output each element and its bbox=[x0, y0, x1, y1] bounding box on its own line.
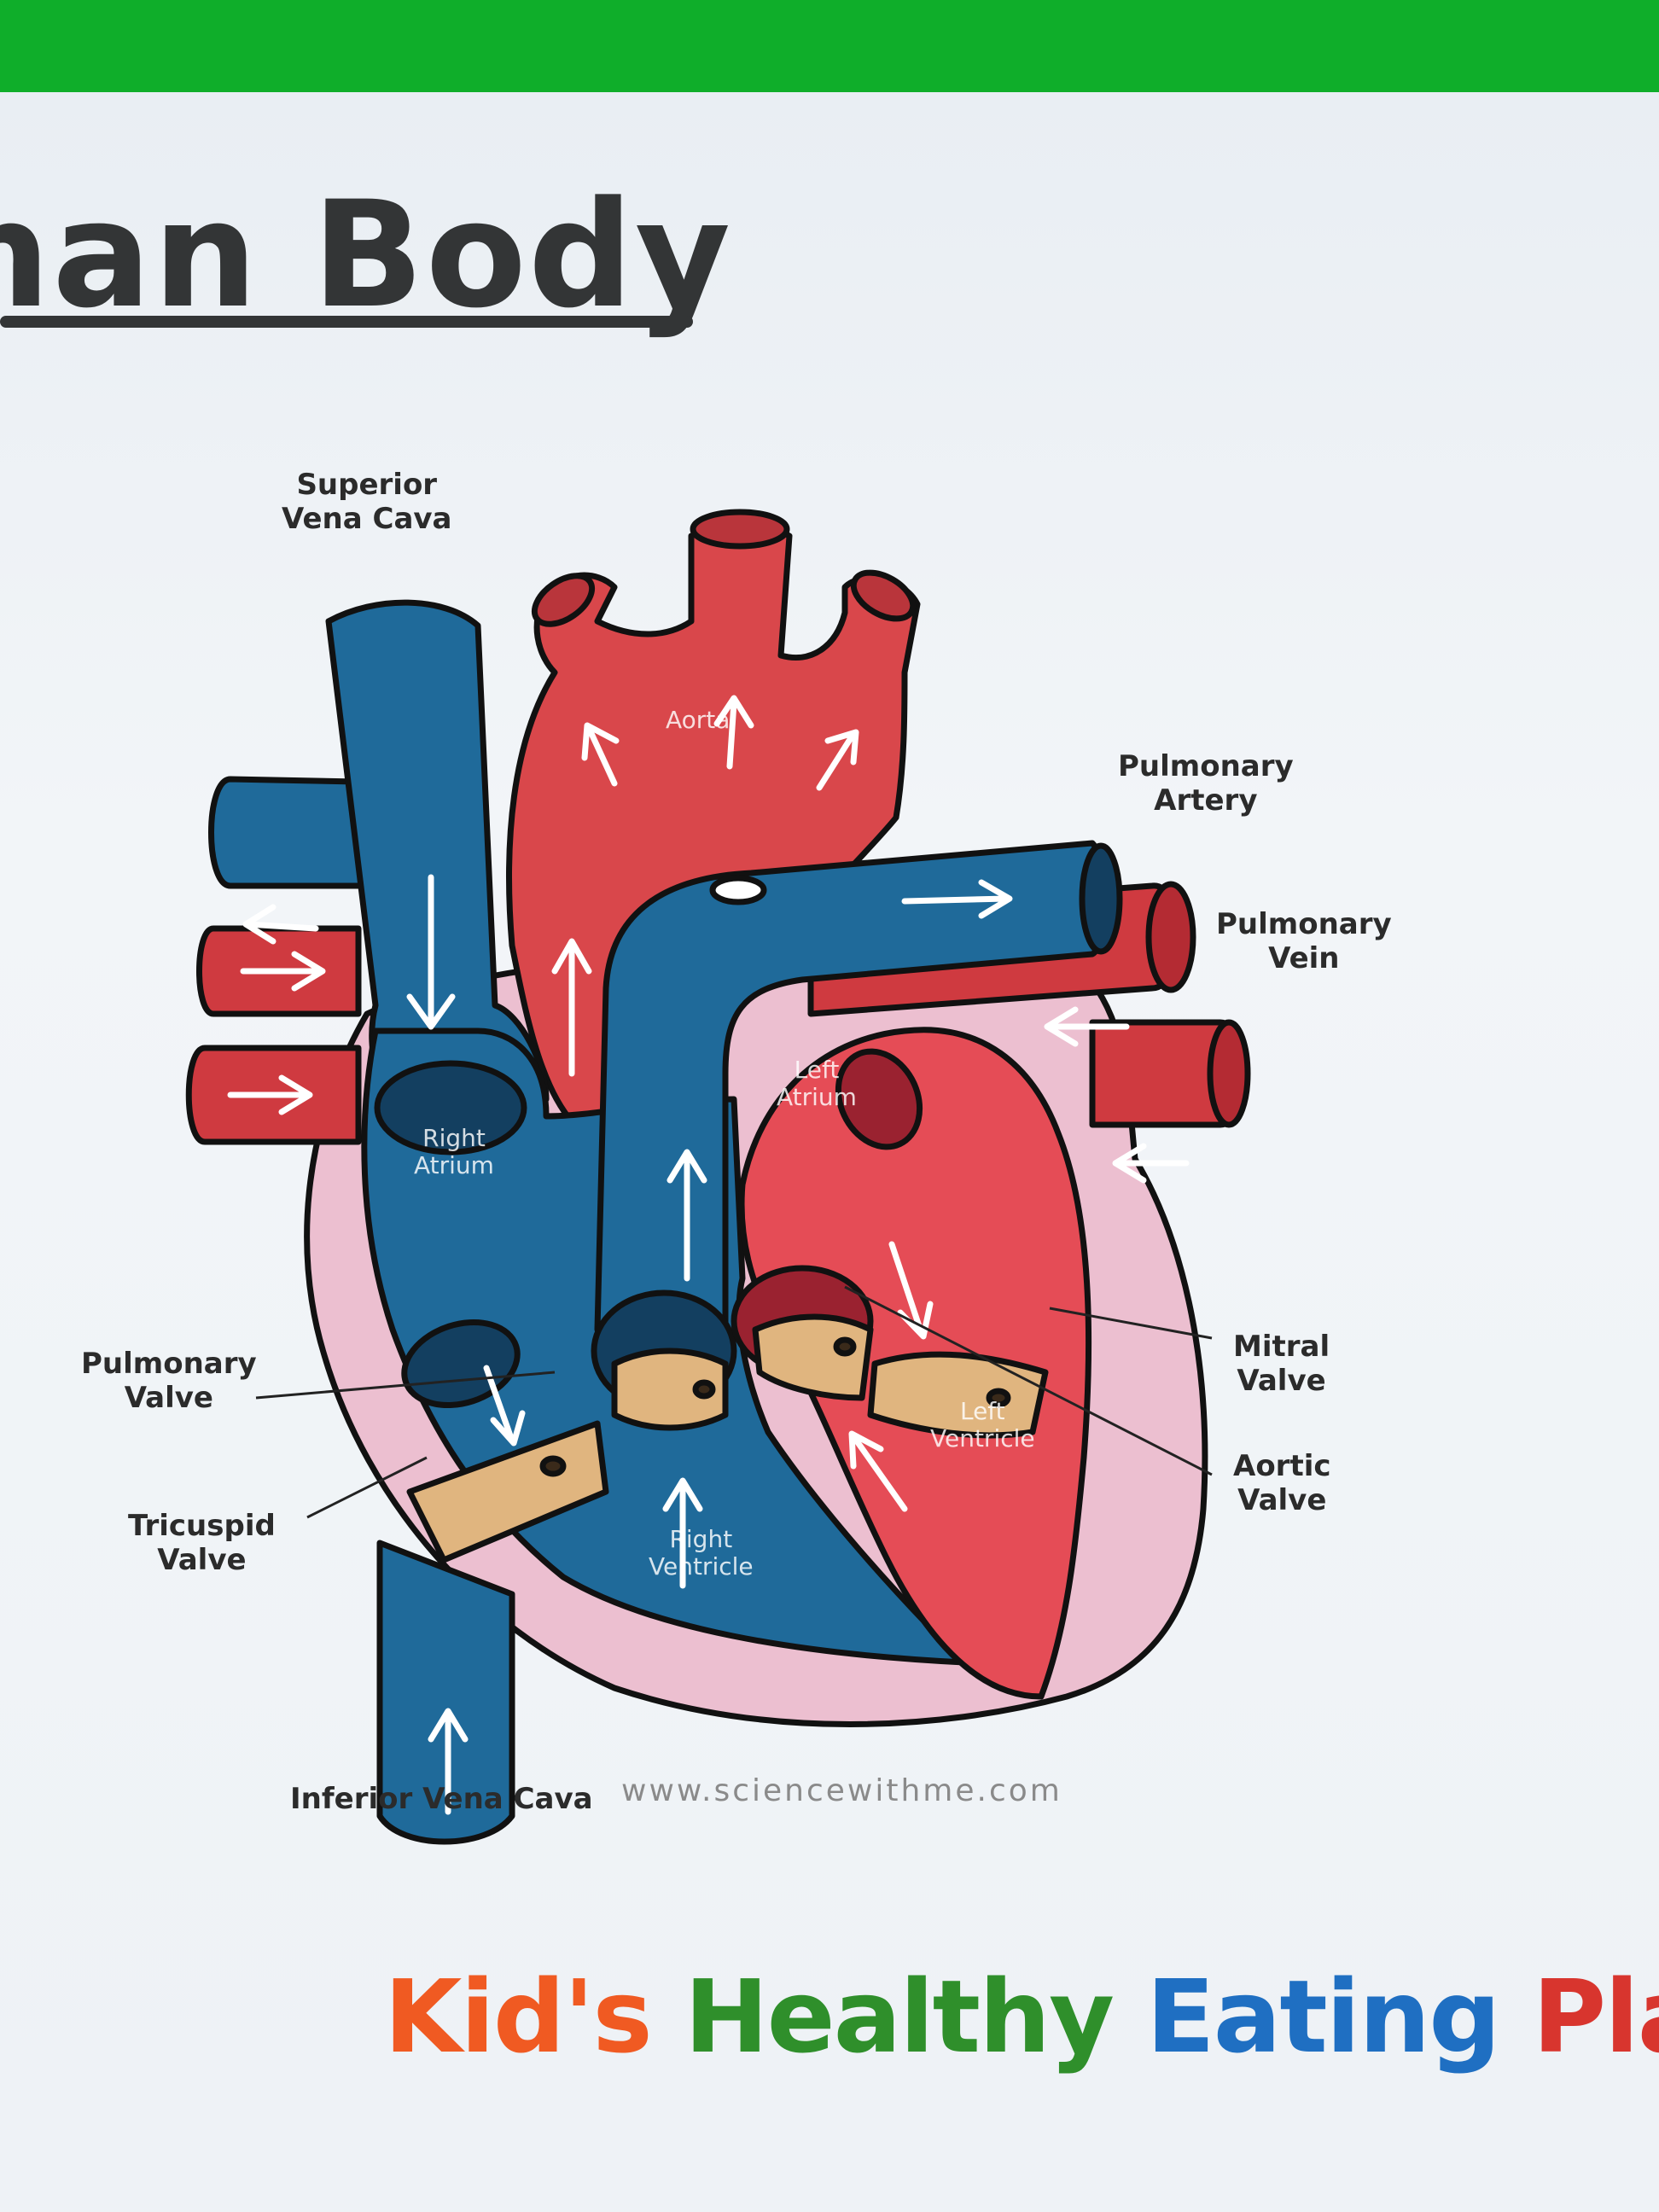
leader-line-aortic-valve bbox=[844, 1285, 1213, 1476]
label-pulmonary-artery: Pulmonary Artery bbox=[1118, 749, 1294, 818]
arrow-icon bbox=[662, 1477, 703, 1589]
leader-line-mitral-valve bbox=[1049, 1307, 1213, 1340]
arrow-icon bbox=[1044, 1006, 1130, 1047]
arrow-icon bbox=[581, 722, 620, 787]
vena-cava-opening bbox=[374, 1060, 527, 1155]
arrow-icon bbox=[551, 938, 592, 1077]
arrow-icon bbox=[901, 879, 1013, 919]
arrow-icon bbox=[406, 874, 456, 1030]
label-pulmonary-vein: Pulmonary Vein bbox=[1216, 907, 1392, 975]
label-right-ventricle: Right Ventricle bbox=[649, 1525, 754, 1580]
pulmonary-valve bbox=[611, 1348, 729, 1431]
label-pulmonary-valve: Pulmonary Valve bbox=[81, 1347, 257, 1415]
worksheet-paper: man Body bbox=[0, 92, 1659, 2212]
label-tricuspid-valve: Tricuspid Valve bbox=[128, 1509, 276, 1577]
label-aortic-valve: Aortic Valve bbox=[1233, 1449, 1331, 1517]
arrow-icon bbox=[240, 951, 326, 992]
inferior-vena-cava bbox=[376, 1540, 515, 1845]
label-inferior-vena-cava: Inferior Vena Cava bbox=[290, 1782, 593, 1816]
arrow-icon bbox=[483, 1365, 526, 1447]
heart-diagram bbox=[185, 509, 1251, 1845]
arrow-icon bbox=[227, 1074, 313, 1115]
arrow-icon bbox=[428, 1708, 469, 1815]
arrow-icon bbox=[242, 904, 319, 945]
label-right-atrium: Right Atrium bbox=[414, 1124, 494, 1179]
label-mitral-valve: Mitral Valve bbox=[1233, 1330, 1330, 1398]
arrow-icon bbox=[1112, 1143, 1190, 1184]
mitral-valve bbox=[867, 1351, 1049, 1439]
label-left-atrium: Left Atrium bbox=[777, 1056, 857, 1111]
label-superior-vena-cava: Superior Vena Cava bbox=[282, 468, 452, 536]
source-credit: www.sciencewithme.com bbox=[621, 1773, 1062, 1808]
leader-line-pulmonary-valve bbox=[255, 1371, 556, 1400]
arrow-icon bbox=[713, 695, 754, 770]
leader-line-tricuspid-valve bbox=[306, 1456, 428, 1519]
arrow-icon bbox=[848, 1430, 908, 1512]
title-underline bbox=[0, 316, 693, 328]
arrow-icon bbox=[816, 729, 859, 791]
arrow-icon bbox=[667, 1149, 707, 1282]
aortic-valve bbox=[752, 1313, 874, 1401]
label-left-ventricle: Left Ventricle bbox=[930, 1397, 1035, 1452]
label-aorta: Aorta bbox=[666, 706, 731, 734]
page-title: man Body bbox=[0, 169, 733, 341]
left-atrium-opening bbox=[835, 1048, 923, 1150]
kids-healthy-eating-plate-logo: Kid's Healthy Eating Plate bbox=[384, 1958, 1659, 2075]
